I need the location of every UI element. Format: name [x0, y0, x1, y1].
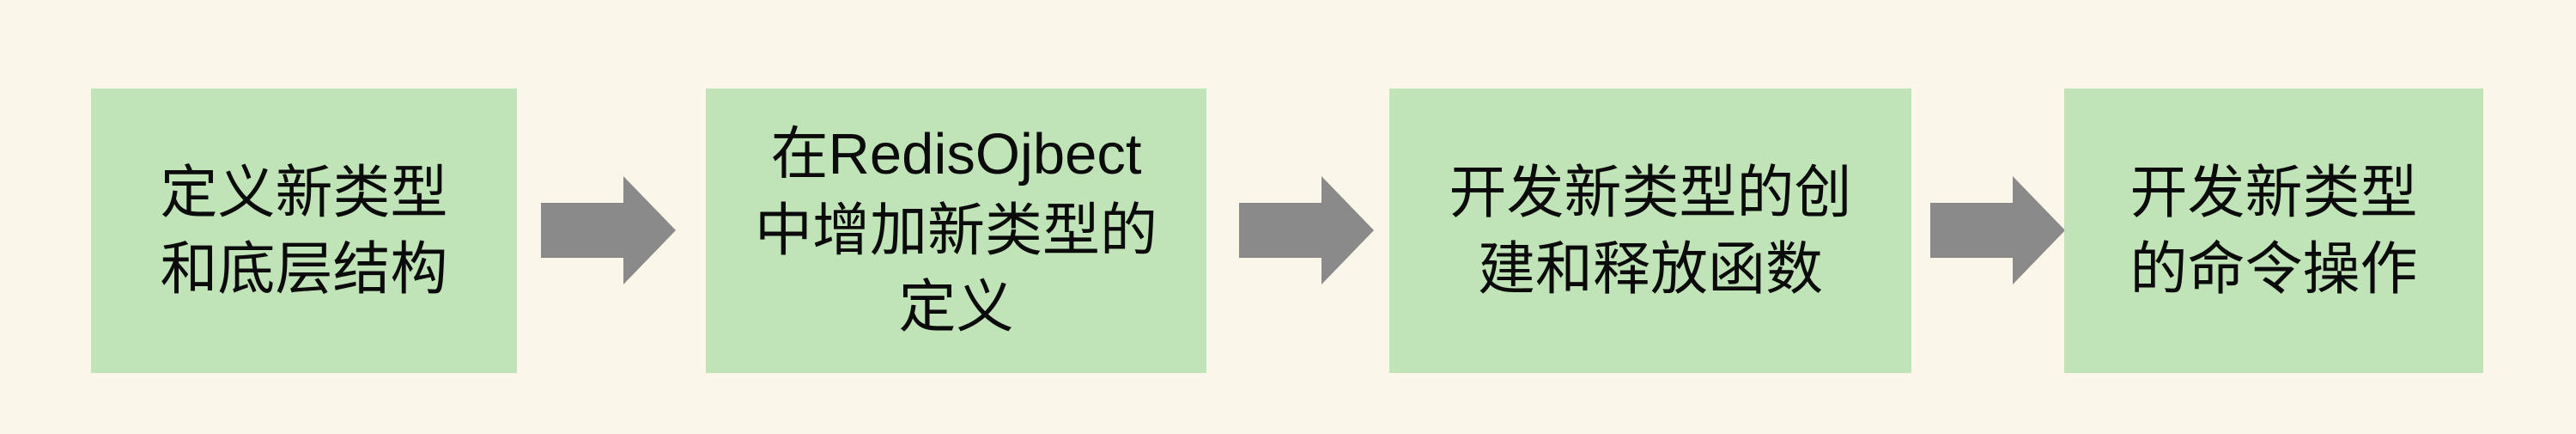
- step-box-command-operations: 开发新类型 的命令操作: [2064, 89, 2483, 373]
- step-3-label: 开发新类型的创 建和释放函数: [1449, 155, 1852, 308]
- text-line: 开发新类型: [2129, 160, 2418, 225]
- right-arrow-icon: [1239, 176, 1374, 284]
- step-box-add-definition: 在RedisOjbect 中增加新类型的 定义: [706, 89, 1206, 373]
- arrow-shaft: [1930, 203, 2013, 258]
- text-line: 的命令操作: [2129, 236, 2418, 302]
- arrow-head: [623, 176, 676, 284]
- right-arrow-icon: [1930, 176, 2065, 284]
- text-line: 建和释放函数: [1478, 236, 1823, 302]
- text-line: 定义新类型: [160, 160, 448, 225]
- text-line: 开发新类型的创: [1449, 160, 1852, 225]
- text-line: 定义: [898, 275, 1014, 339]
- right-arrow-icon: [541, 176, 676, 284]
- step-4-label: 开发新类型 的命令操作: [2130, 155, 2418, 308]
- arrow-shaft: [541, 203, 623, 258]
- step-box-create-free-functions: 开发新类型的创 建和释放函数: [1389, 89, 1911, 373]
- arrow-head: [2013, 176, 2065, 284]
- step-box-define-type: 定义新类型 和底层结构: [91, 89, 517, 373]
- arrow-shaft: [1239, 203, 1321, 258]
- step-1-label: 定义新类型 和底层结构: [161, 155, 448, 308]
- arrow-head: [1321, 176, 1374, 284]
- text-line: 和底层结构: [160, 236, 448, 302]
- text-line: 在RedisOjbect: [770, 122, 1142, 186]
- text-line: 中增加新类型的: [755, 199, 1157, 263]
- step-2-label: 在RedisOjbect 中增加新类型的 定义: [755, 116, 1157, 345]
